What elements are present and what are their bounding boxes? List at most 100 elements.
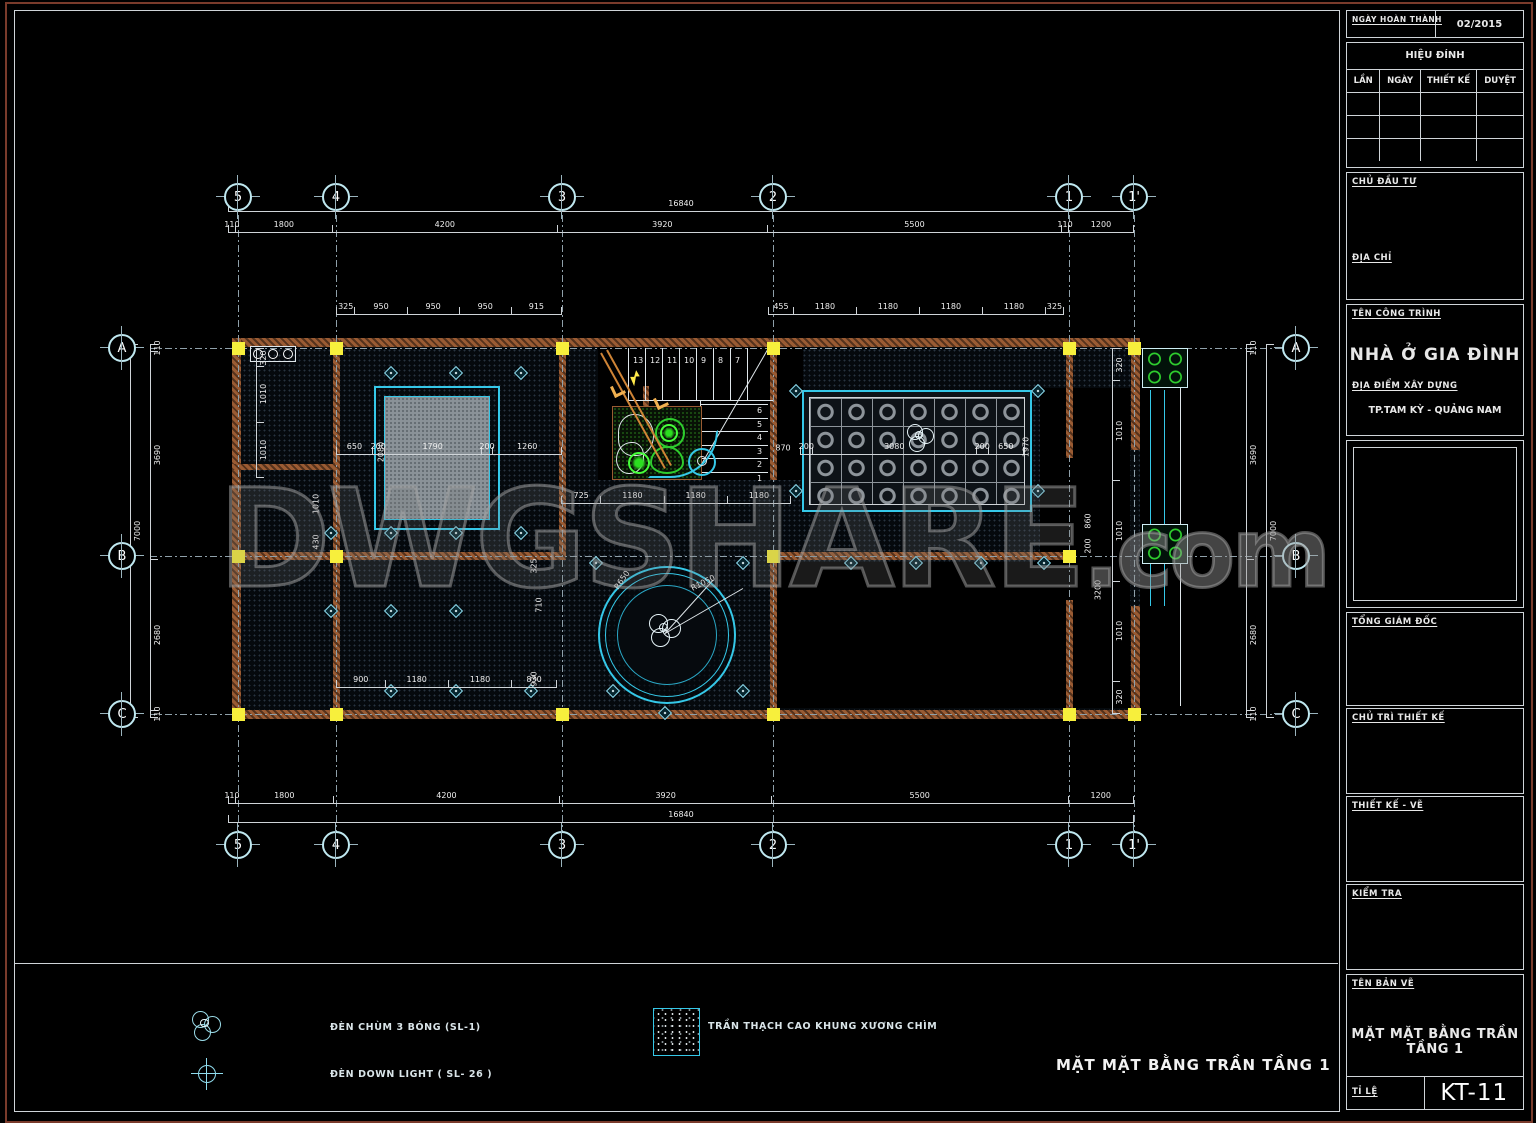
dimension-segment: 325 — [336, 303, 354, 314]
dimension-tick — [1132, 796, 1134, 803]
chandelier-3-bulb-icon — [906, 424, 934, 452]
column-marker — [232, 342, 245, 355]
drawing-number: KT-11 — [1440, 1080, 1509, 1106]
designer-label: THIẾT KẾ - VẼ — [1352, 801, 1424, 811]
grid-centerline — [773, 215, 774, 833]
dimension-segment: 1010 — [1113, 480, 1124, 580]
dimension-value: 1180 — [748, 491, 770, 500]
dimension-tick — [1267, 717, 1274, 718]
dimension-segment: 4200 — [331, 221, 557, 232]
grid-bubble: 4 — [314, 175, 358, 219]
grid-centerline — [150, 714, 1285, 715]
plan-title: MẶT MẶT BẰNG TRẦN TẦNG 1 — [1056, 1056, 1331, 1074]
legend-separator-line — [14, 963, 1338, 964]
plant-icon — [628, 452, 650, 474]
grid-bubble-label: 4 — [322, 183, 350, 211]
grid-bubble: 5 — [216, 823, 260, 867]
dimension-value: 3080 — [884, 442, 905, 451]
scale-box: TỈ LỆ KT-11 — [1346, 1076, 1524, 1110]
dimension-value: 320 — [259, 349, 268, 366]
chandelier-center — [658, 622, 669, 633]
project-name: NHÀ Ở GIA ĐÌNH — [1349, 345, 1521, 365]
stair-tread-line — [700, 404, 768, 405]
dimension-segment: 900 — [336, 676, 385, 687]
dimension-tick — [561, 447, 562, 454]
grid-bubble-label: 1 — [1055, 831, 1083, 859]
grid-bubble: 1 — [1047, 823, 1091, 867]
grid-bubble-label: 3 — [548, 831, 576, 859]
dimension-segment: 110 — [1247, 340, 1258, 356]
grid-bubble: 1' — [1112, 823, 1156, 867]
dimension-value: 1180 — [814, 302, 836, 311]
dimension-segment: 110 — [1247, 706, 1258, 722]
inner-frame — [14, 10, 1340, 1112]
grid-bubble-label: 1' — [1120, 831, 1148, 859]
column-marker — [767, 342, 780, 355]
wall-segment — [232, 464, 336, 470]
drawing-name-label: TÊN BẢN VẼ — [1352, 979, 1415, 989]
dimension-tick — [151, 717, 158, 718]
dimension-value: 325 — [338, 302, 354, 311]
spot-light-row-icon — [250, 346, 296, 362]
planter-box-icon — [1142, 348, 1188, 388]
dimension-value: 455 — [773, 302, 789, 311]
revision-cell — [1347, 115, 1381, 138]
stair-tread-line — [700, 458, 768, 460]
column-marker — [767, 550, 780, 563]
dimension-segment: 1180 — [918, 303, 982, 314]
dimension-value: 200 — [370, 442, 386, 451]
chandelier-center — [914, 431, 923, 440]
dimension-value: 110 — [1249, 706, 1258, 722]
dimension-segment: 3920 — [559, 792, 771, 803]
grid-bubble-label: A — [108, 334, 136, 362]
dimension-value: 1970 — [1021, 436, 1031, 458]
grid-bubble: 2 — [751, 823, 795, 867]
grid-bubble: B — [100, 534, 144, 578]
revision-cell — [1420, 115, 1478, 138]
drawing-name: MẶT MẶT BẰNG TRẦN TẦNG 1 — [1351, 1027, 1519, 1057]
dimension-segment: 200 — [799, 443, 814, 454]
stair-number: 3 — [757, 446, 763, 456]
grid-bubble: C — [1274, 692, 1318, 736]
outer-frame — [5, 2, 1533, 1123]
dimension-tick — [1133, 815, 1134, 822]
dimension-value: 930 — [529, 671, 539, 687]
chandelier-3-bulb-icon — [648, 614, 682, 648]
dimension-segment: 1180 — [792, 303, 856, 314]
dimension-value: 2680 — [1249, 624, 1258, 645]
stair-number: 10 — [684, 356, 695, 365]
column-marker — [232, 550, 245, 563]
balcony-rail-line — [1150, 390, 1151, 606]
revision-cell — [1477, 92, 1523, 115]
dimension-segment: 950 — [406, 303, 459, 314]
grid-bubble: 2 — [751, 175, 795, 219]
dimension-value: 16840 — [668, 810, 694, 819]
dimension-segment: 320 — [1113, 348, 1124, 380]
column-marker — [330, 550, 343, 563]
dimension-segment: 1180 — [600, 492, 663, 503]
dimension-value: 200 — [974, 442, 990, 451]
dimension-value: 1180 — [406, 675, 427, 684]
revision-cell — [1380, 138, 1421, 161]
dimension-tick — [1247, 717, 1254, 718]
investor-box: CHỦ ĐẦU TƯ ĐỊA CHỈ — [1346, 172, 1524, 300]
dimension-value: 1260 — [517, 442, 538, 451]
dimension-value: 16840 — [668, 199, 694, 208]
dimension-segment: 5500 — [766, 221, 1061, 232]
dimension-value: 3920 — [652, 220, 673, 229]
dimension-value: 1180 — [1003, 302, 1025, 311]
revision-col-header: NGÀY — [1380, 69, 1421, 92]
grid-centerline — [1069, 215, 1070, 833]
dimension-segment: 200 — [371, 443, 386, 454]
dimension-segment: 110 — [1057, 221, 1073, 232]
dimension-row: 7000 — [130, 344, 142, 718]
recessed-ceiling-hatch — [384, 396, 490, 520]
dimension-value: 1180 — [940, 302, 962, 311]
dimension-tick — [1113, 713, 1120, 715]
stair-number: 7 — [735, 356, 741, 365]
